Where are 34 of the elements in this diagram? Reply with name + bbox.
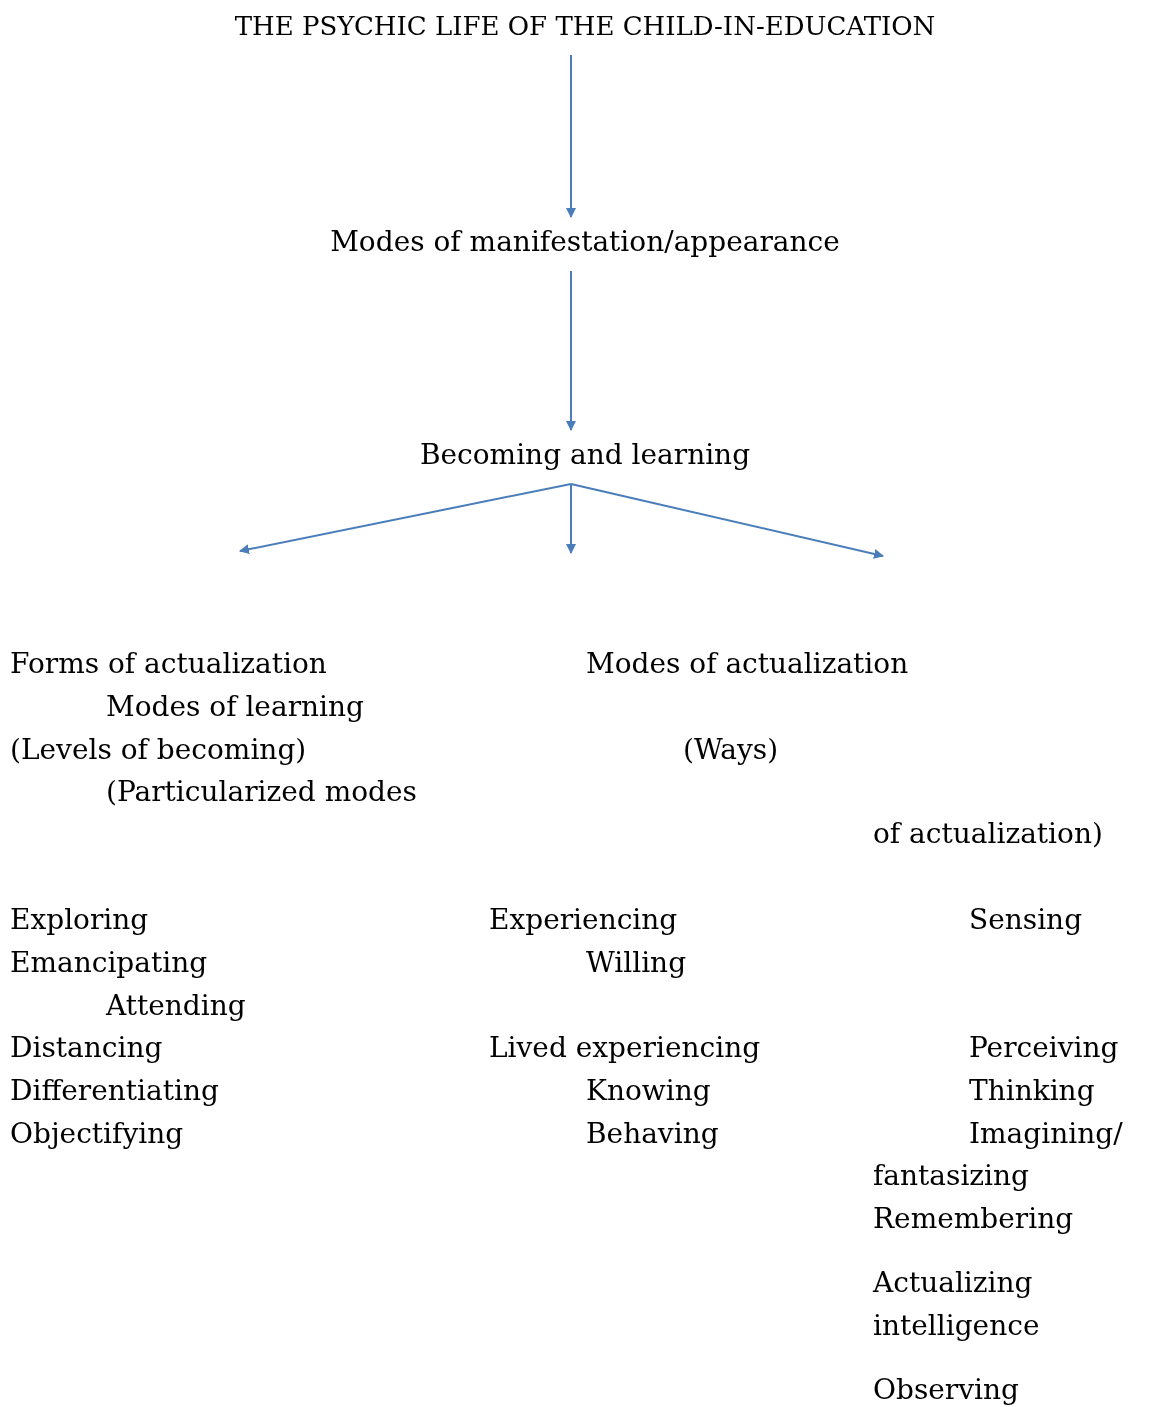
column-label: Attending xyxy=(106,989,246,1023)
column-label: Observing xyxy=(873,1373,1019,1407)
column-label: Behaving xyxy=(586,1117,719,1151)
arrow xyxy=(570,483,884,559)
column-label: Forms of actualization xyxy=(10,647,327,681)
column-label: Differentiating xyxy=(10,1074,219,1108)
arrow xyxy=(566,270,576,431)
column-label: Lived experiencing xyxy=(489,1031,761,1065)
column-label: Modes of actualization xyxy=(586,647,909,681)
column-label: Sensing xyxy=(969,903,1083,937)
heading-text: Modes of manifestation/appearance xyxy=(324,221,846,263)
arrow xyxy=(566,54,576,218)
heading-text: Becoming and learning xyxy=(413,434,757,476)
column-label: Distancing xyxy=(10,1031,163,1065)
column-label: Emancipating xyxy=(10,946,208,980)
heading-text: THE PSYCHIC LIFE OF THE CHILD-IN-EDUCATION xyxy=(228,5,942,47)
column-label: Exploring xyxy=(10,903,149,937)
column-label: (Particularized modes xyxy=(106,775,417,809)
column-label: Objectifying xyxy=(10,1117,184,1151)
column-label: Actualizing intelligence xyxy=(873,1265,1041,1344)
column-label: Perceiving xyxy=(969,1031,1119,1065)
column-label: Imagining/ xyxy=(969,1117,1123,1151)
column-label: Experiencing xyxy=(489,903,678,937)
column-label: Modes of learning xyxy=(106,690,364,724)
column-label: (Levels of becoming) xyxy=(10,733,307,767)
column-label: of actualization) xyxy=(873,817,1103,851)
column-label: Remembering xyxy=(873,1202,1074,1236)
column-label: (Ways) xyxy=(683,733,779,767)
column-label: fantasizing xyxy=(873,1159,1030,1193)
column-label: Willing xyxy=(586,946,687,980)
arrow xyxy=(566,483,576,554)
column-label: Thinking xyxy=(969,1074,1095,1108)
arrow xyxy=(239,483,572,555)
column-label: Knowing xyxy=(586,1074,711,1108)
